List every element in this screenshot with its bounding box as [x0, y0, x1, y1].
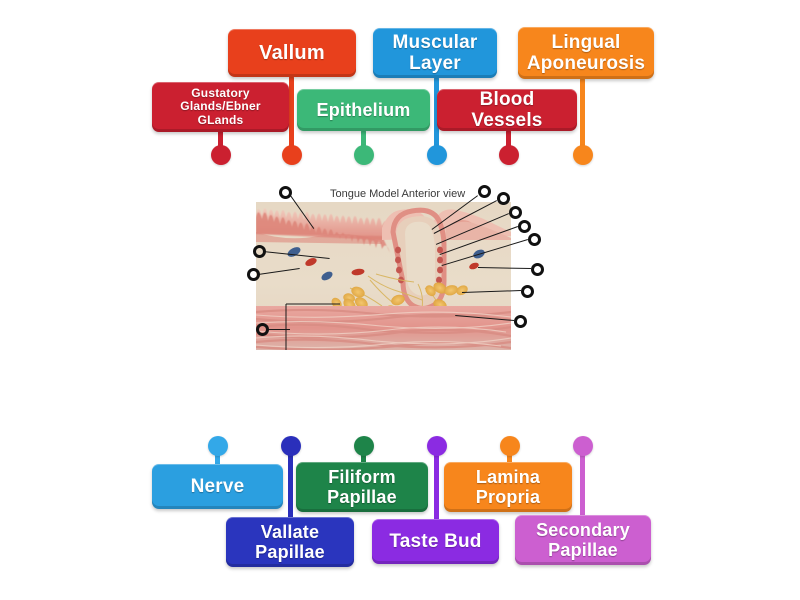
label-chip-text: Lamina Propria	[475, 466, 541, 507]
drop-target-marker-4[interactable]	[256, 323, 269, 336]
connector-stem-filiform-papillae	[361, 446, 366, 468]
connector-stem-gustatory-glands	[218, 130, 223, 152]
connector-stem-muscular-layer	[434, 77, 439, 152]
connector-stem-lamina-propria	[507, 446, 512, 468]
label-chip-text: Epithelium	[316, 99, 411, 120]
connector-stem-secondary-papillae	[580, 446, 585, 520]
label-chip-lingual-aponeurosis[interactable]: Lingual Aponeurosis	[518, 27, 654, 79]
drop-target-marker-2[interactable]	[253, 245, 266, 258]
drop-target-marker-1[interactable]	[279, 186, 292, 199]
label-chip-vallate-papillae[interactable]: Vallate Papillae	[226, 517, 354, 567]
connector-dot-filiform-papillae[interactable]	[354, 436, 374, 456]
connector-dot-lingual-aponeurosis[interactable]	[573, 145, 593, 165]
connector-stem-epithelium	[361, 130, 366, 152]
label-chip-gustatory-glands[interactable]: Gustatory Glands/Ebner GLands	[152, 82, 289, 132]
diagram-caption: Tongue Model Anterior view	[330, 188, 466, 200]
connector-dot-nerve[interactable]	[208, 436, 228, 456]
label-chip-nerve[interactable]: Nerve	[152, 464, 283, 509]
connector-dot-muscular-layer[interactable]	[427, 145, 447, 165]
drop-target-marker-5[interactable]	[478, 185, 491, 198]
label-chip-text: Taste Bud	[389, 530, 482, 552]
label-chip-epithelium[interactable]: Epithelium	[297, 89, 430, 131]
label-chip-text: Gustatory Glands/Ebner GLands	[180, 85, 261, 127]
label-chip-filiform-papillae[interactable]: Filiform Papillae	[296, 462, 428, 512]
label-chip-secondary-papillae[interactable]: Secondary Papillae	[515, 515, 651, 565]
label-chip-text: Secondary Papillae	[536, 519, 630, 560]
label-chip-text: Muscular Layer	[392, 31, 478, 74]
connector-dot-secondary-papillae[interactable]	[573, 436, 593, 456]
connector-stem-lingual-aponeurosis	[580, 78, 585, 152]
label-chip-lamina-propria[interactable]: Lamina Propria	[444, 462, 572, 512]
connector-dot-epithelium[interactable]	[354, 145, 374, 165]
connector-stem-taste-bud	[434, 446, 439, 523]
drop-target-marker-12[interactable]	[514, 315, 527, 328]
label-chip-text: Lingual Aponeurosis	[526, 31, 646, 74]
connector-stem-vallum	[289, 76, 294, 152]
connector-dot-blood-vessels[interactable]	[499, 145, 519, 165]
label-chip-vallum[interactable]: Vallum	[228, 29, 356, 77]
label-chip-text: Nerve	[190, 475, 245, 497]
drop-target-marker-9[interactable]	[528, 233, 541, 246]
leader-line	[266, 329, 290, 330]
label-chip-muscular-layer[interactable]: Muscular Layer	[373, 28, 497, 78]
label-chip-taste-bud[interactable]: Taste Bud	[372, 519, 499, 564]
connector-dot-gustatory-glands[interactable]	[211, 145, 231, 165]
label-chip-text: Vallum	[259, 41, 325, 64]
tongue-model-image	[250, 188, 520, 368]
drop-target-marker-8[interactable]	[518, 220, 531, 233]
connector-stem-blood-vessels	[506, 130, 511, 152]
drop-target-marker-6[interactable]	[497, 192, 510, 205]
drop-target-marker-7[interactable]	[509, 206, 522, 219]
drop-target-marker-3[interactable]	[247, 268, 260, 281]
label-chip-text: Vallate Papillae	[255, 521, 325, 562]
connector-stem-vallate-papillae	[288, 446, 293, 521]
drop-target-marker-10[interactable]	[531, 263, 544, 276]
label-chip-blood-vessels[interactable]: Blood Vessels	[437, 89, 577, 131]
connector-dot-vallate-papillae[interactable]	[281, 436, 301, 456]
label-chip-text: Filiform Papillae	[327, 466, 397, 507]
connector-stem-nerve	[215, 446, 220, 468]
drop-target-marker-11[interactable]	[521, 285, 534, 298]
connector-dot-lamina-propria[interactable]	[500, 436, 520, 456]
connector-dot-taste-bud[interactable]	[427, 436, 447, 456]
connector-dot-vallum[interactable]	[282, 145, 302, 165]
label-chip-text: Blood Vessels	[471, 88, 543, 131]
